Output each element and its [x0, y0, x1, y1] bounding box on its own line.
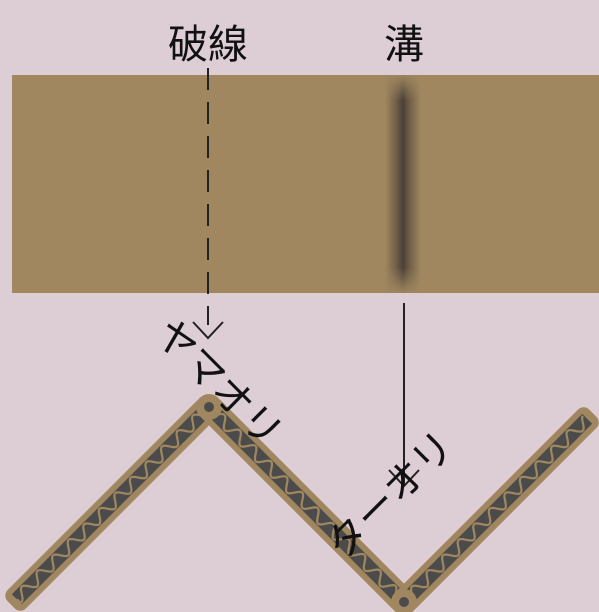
flute-wave — [406, 415, 585, 605]
perforation-label: 破線 — [168, 22, 248, 68]
groove-shading — [385, 75, 421, 293]
flute-wave — [206, 409, 398, 603]
groove-label: 溝 — [384, 22, 424, 68]
flute-wave — [16, 413, 210, 605]
fold-corner-core — [399, 597, 409, 607]
arrow-down-icon — [192, 321, 224, 340]
board-segment — [5, 398, 218, 611]
board-core — [11, 404, 212, 605]
folded-corrugated-board — [5, 394, 599, 612]
flat-board — [12, 75, 599, 293]
board-segment — [395, 407, 599, 611]
arrow-down-icon — [388, 469, 420, 488]
fold-corner-core — [204, 402, 214, 412]
board-segment — [200, 398, 413, 611]
